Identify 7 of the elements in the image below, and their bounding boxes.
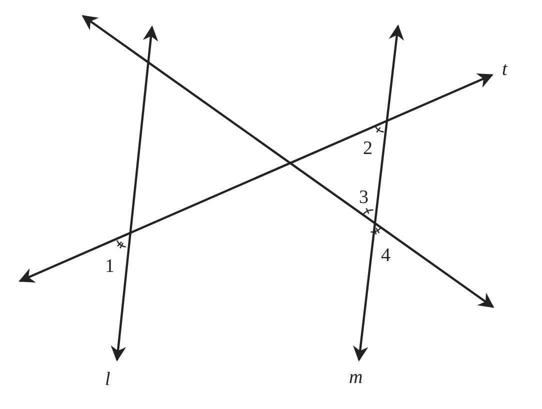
angle-number: 2 (363, 139, 372, 158)
angle-number: 3 (359, 188, 368, 207)
line-label: t (502, 60, 508, 79)
angle-number: 1 (105, 257, 114, 276)
angle-number: 4 (381, 246, 390, 265)
line-label: m (349, 368, 363, 387)
line-label: l (105, 370, 110, 389)
